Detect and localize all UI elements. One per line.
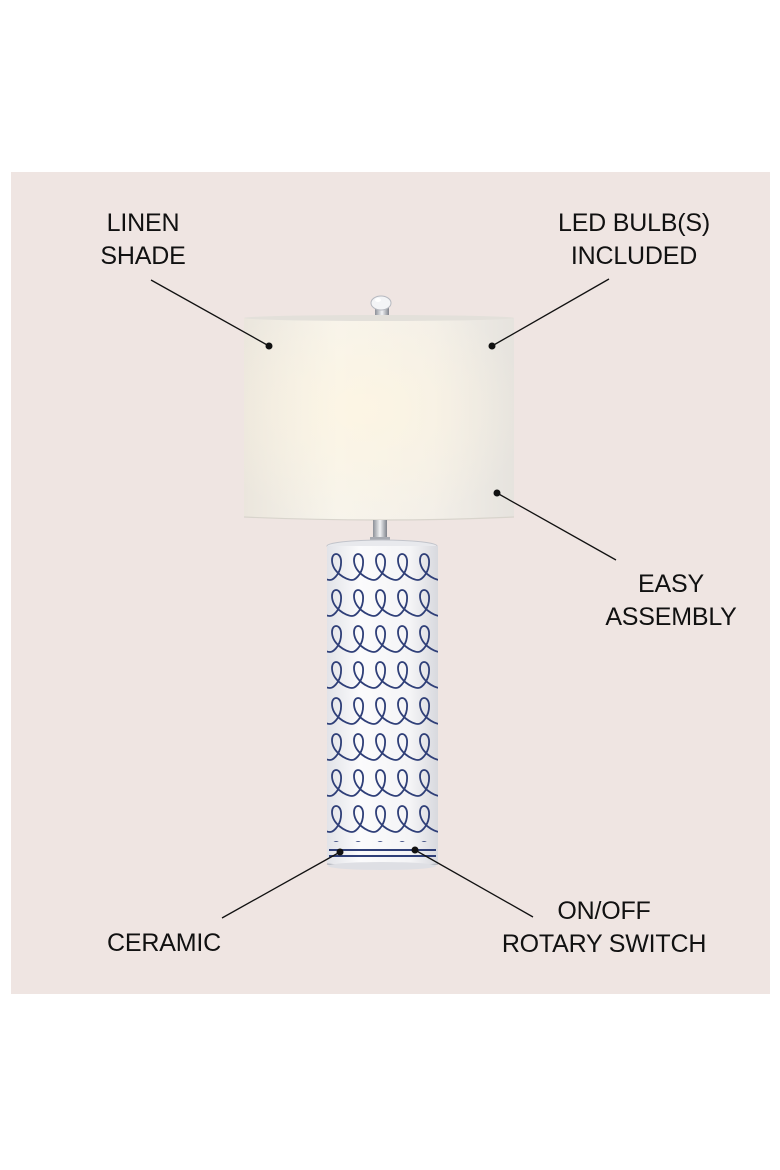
label-rotary-switch: ON/OFF ROTARY SWITCH: [488, 895, 720, 961]
label-easy-assembly-line1: EASY: [638, 570, 704, 598]
callout-line-assembly: [496, 492, 617, 561]
label-led-bulbs-line2: INCLUDED: [570, 242, 698, 270]
linen-shade: [243, 315, 515, 521]
callout-lines: [150, 278, 617, 919]
label-led-bulbs-line1: LED BULB(S): [557, 209, 710, 237]
callout-line-ceramic: [221, 851, 341, 919]
callout-dot-linen: [265, 342, 273, 350]
label-linen-shade-line1: LINEN: [106, 209, 180, 237]
label-easy-assembly: EASY ASSEMBLY: [596, 568, 746, 634]
callout-dot-led: [488, 342, 496, 350]
label-ceramic-line1: CERAMIC: [107, 929, 221, 957]
callout-line-switch: [414, 849, 534, 918]
label-linen-shade: LINEN SHADE: [88, 207, 198, 273]
label-led-bulbs: LED BULB(S) INCLUDED: [544, 207, 724, 273]
callout-dot-ceramic: [336, 848, 344, 856]
callout-dot-assembly: [493, 489, 501, 497]
ceramic-base: [326, 539, 439, 870]
label-rotary-switch-line1: ON/OFF: [557, 897, 651, 925]
lamp-neck: [370, 520, 390, 542]
label-easy-assembly-line2: ASSEMBLY: [605, 603, 737, 631]
label-rotary-switch-line2: ROTARY SWITCH: [501, 930, 707, 958]
label-ceramic: CERAMIC: [94, 927, 234, 960]
label-linen-shade-line2: SHADE: [100, 242, 186, 270]
callout-line-led: [491, 278, 610, 347]
callout-dot-switch: [411, 846, 419, 854]
callout-line-linen: [150, 279, 270, 347]
